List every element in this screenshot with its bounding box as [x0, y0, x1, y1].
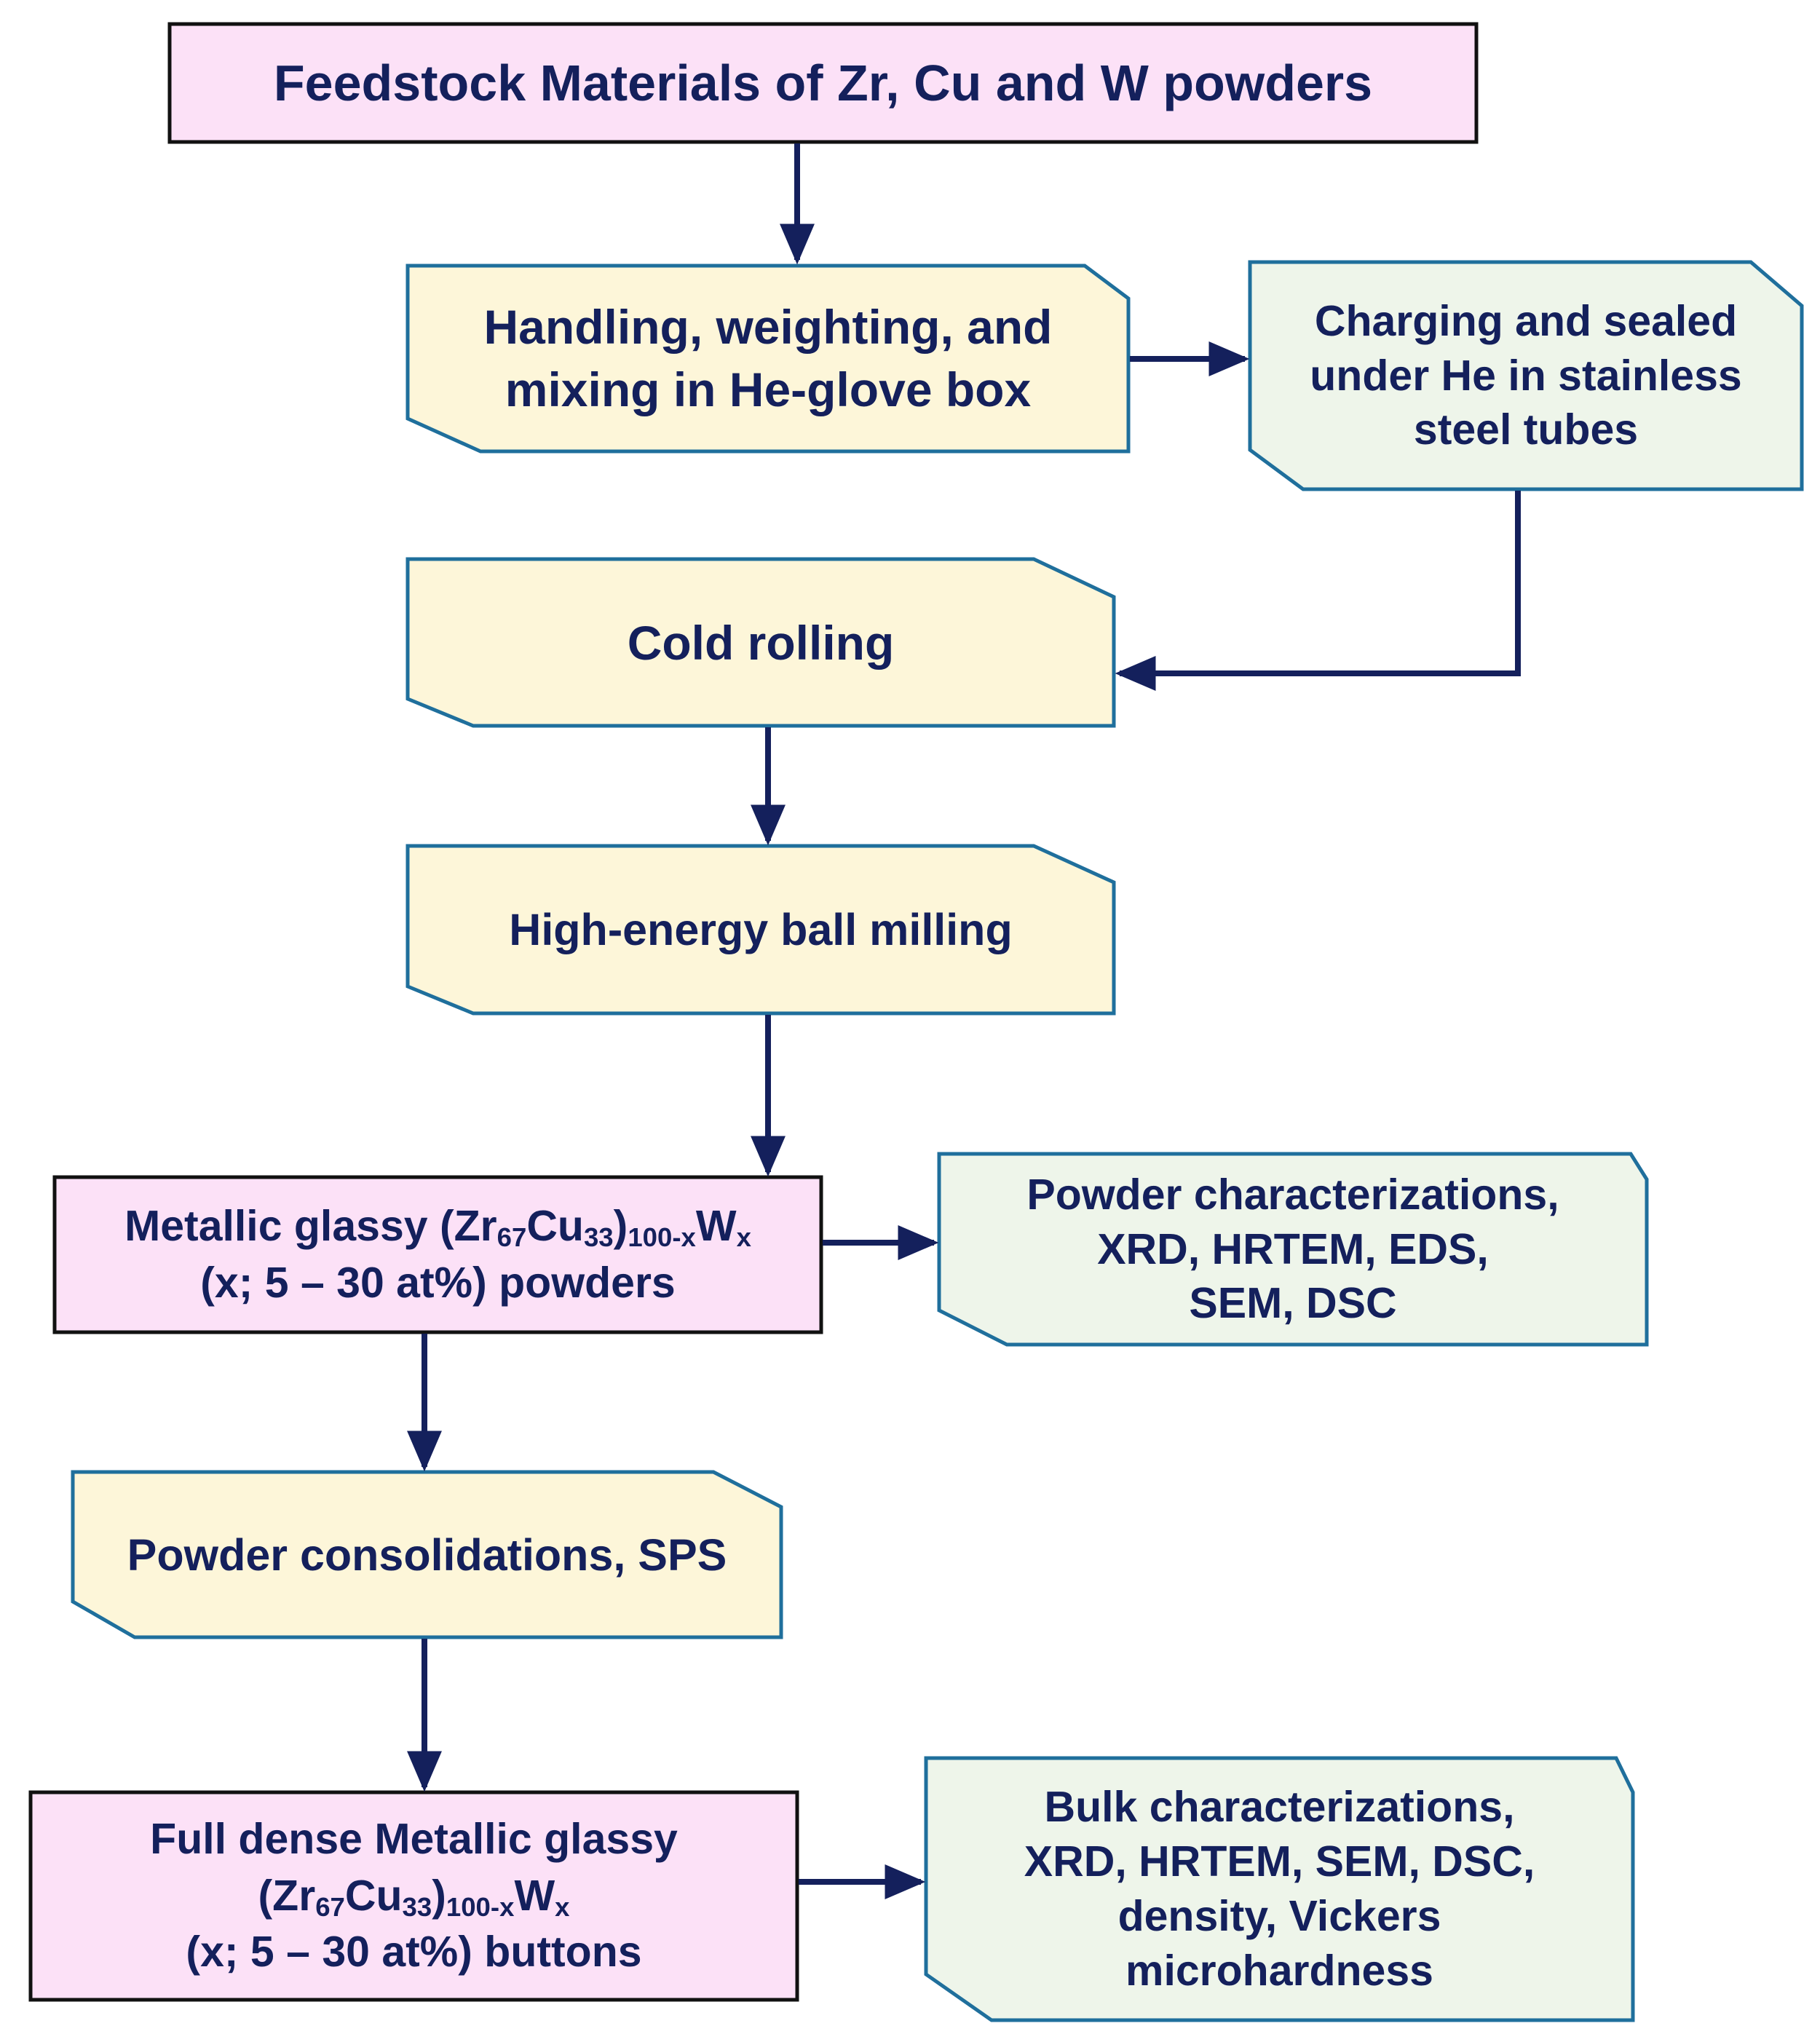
ball-milling-box	[405, 844, 1116, 1016]
powder-char-box	[937, 1152, 1649, 1347]
consolidation-text: Powder consolidations, SPS	[127, 1529, 727, 1580]
cold-rolling-box	[405, 557, 1116, 728]
ball-milling-label: High-energy ball milling	[408, 846, 1114, 1013]
handling-line-2: mixing in He-glove box	[505, 362, 1032, 416]
feedstock-box	[167, 22, 1479, 144]
metallic-powders-line-2: (x; 5 – 30 at%) powders	[200, 1258, 676, 1307]
arrow-charging-to-cold-rolling	[1115, 491, 1521, 691]
cold-rolling-text: Cold rolling	[627, 615, 895, 670]
handling-label: Handling, weighting, and mixing in He-gl…	[408, 266, 1128, 451]
cold-rolling-label: Cold rolling	[408, 559, 1114, 726]
bulk-char-line-4: microhardness	[1125, 1946, 1433, 1995]
charging-line-2: under He in stainless	[1310, 351, 1742, 400]
buttons-box	[28, 1790, 799, 2002]
buttons-line-2: (Zr67Cu33)100-xWx	[258, 1871, 570, 1922]
consolidation-label: Powder consolidations, SPS	[73, 1472, 781, 1637]
metallic-powders-label: Metallic glassy (Zr67Cu33)100-xWx (x; 5 …	[55, 1177, 821, 1332]
feedstock-label: Feedstock Materials of Zr, Cu and W powd…	[170, 24, 1476, 142]
powder-char-line-1: Powder characterizations,	[1026, 1170, 1559, 1219]
powder-char-label: Powder characterizations, XRD, HRTEM, ED…	[939, 1154, 1647, 1345]
bulk-char-line-2: XRD, HRTEM, SEM, DSC,	[1024, 1837, 1535, 1886]
bulk-char-line-3: density, Vickers	[1117, 1892, 1441, 1940]
bulk-char-box	[924, 1756, 1635, 2022]
charging-line-1: Charging and sealed	[1314, 296, 1738, 345]
handling-box	[405, 264, 1131, 454]
bulk-char-line-1: Bulk characterizations,	[1044, 1783, 1515, 1832]
handling-line-1: Handling, weighting, and	[483, 299, 1053, 354]
feedstock-text: Feedstock Materials of Zr, Cu and W powd…	[273, 55, 1373, 111]
buttons-line-3: (x; 5 – 30 at%) buttons	[186, 1928, 642, 1976]
metallic-powders-box	[52, 1175, 823, 1334]
ball-milling-text: High-energy ball milling	[509, 905, 1013, 954]
consolidation-box	[71, 1470, 783, 1639]
metallic-powders-line-1: Metallic glassy (Zr67Cu33)100-xWx	[124, 1201, 751, 1252]
buttons-label: Full dense Metallic glassy (Zr67Cu33)100…	[31, 1792, 797, 2000]
charging-label: Charging and sealed under He in stainles…	[1250, 262, 1802, 489]
powder-char-line-2: XRD, HRTEM, EDS,	[1097, 1224, 1489, 1273]
powder-char-line-3: SEM, DSC	[1189, 1279, 1397, 1328]
bulk-char-label: Bulk characterizations, XRD, HRTEM, SEM,…	[926, 1758, 1633, 2020]
buttons-line-1: Full dense Metallic glassy	[150, 1814, 678, 1863]
charging-box	[1248, 260, 1804, 491]
charging-line-3: steel tubes	[1413, 405, 1639, 454]
